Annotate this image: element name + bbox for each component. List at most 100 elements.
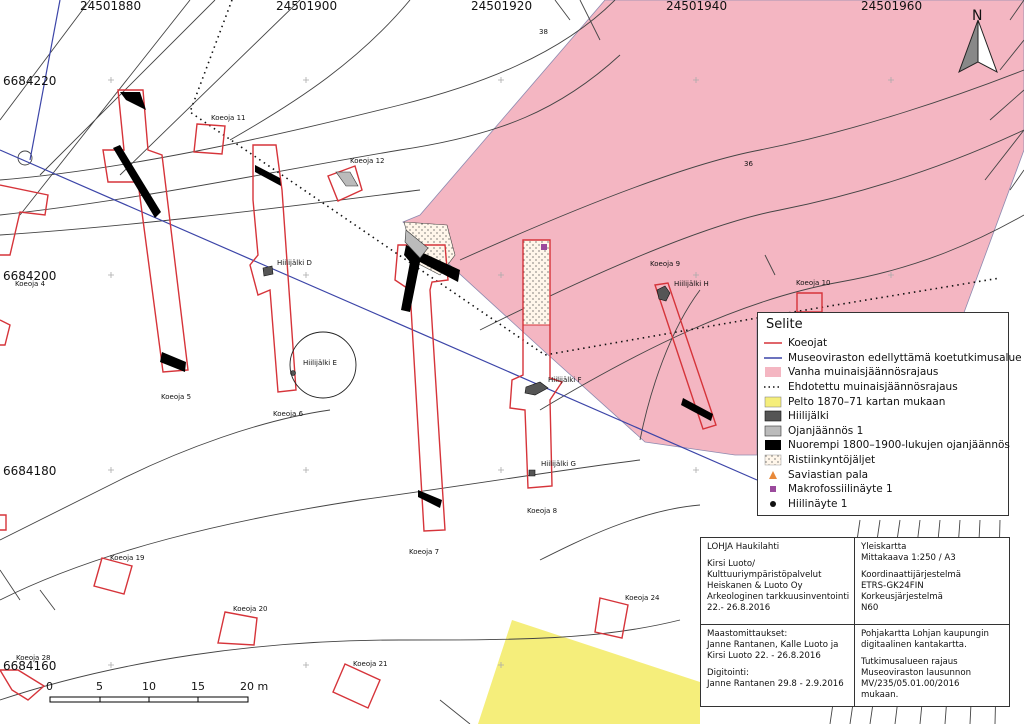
trench-21 bbox=[332, 663, 381, 709]
charcoal-labels: Hiilijälki D Hiilijälki E Hiilijälki F H… bbox=[277, 259, 709, 468]
macrofossil-sample bbox=[541, 244, 547, 250]
survey-info: Maastomittaukset: Janne Rantanen, Kalle … bbox=[707, 629, 844, 689]
svg-text:Koeoja 28: Koeoja 28 bbox=[16, 654, 50, 662]
grey-fill-icon bbox=[764, 425, 782, 437]
dotted-fill-icon bbox=[764, 454, 782, 466]
scale-bar: 0 5 10 15 20 m bbox=[46, 680, 268, 703]
svg-text:6684180: 6684180 bbox=[3, 464, 56, 478]
basemap-info: Pohjakartta Lohjan kaupungin digitaaline… bbox=[861, 629, 989, 700]
legend-item-study-area: Museoviraston edellyttämä koetutkimusalu… bbox=[764, 351, 1022, 366]
trench-6 bbox=[249, 144, 297, 393]
svg-text:24501920: 24501920 bbox=[471, 0, 532, 13]
proposed-boundary bbox=[189, 0, 1001, 356]
grid-x-labels: 24501880 24501900 24501920 24501940 2450… bbox=[80, 0, 922, 13]
info-box: LOHJA Haukilahti Kirsi Luoto/ Kulttuuriy… bbox=[700, 537, 1010, 707]
svg-text:15: 15 bbox=[191, 680, 205, 693]
legend-item-macrofossil: Makrofossiilinäyte 1 bbox=[764, 482, 1002, 497]
legend-item-field: Pelto 1870–71 kartan mukaan bbox=[764, 394, 1002, 409]
svg-text:20 m: 20 m bbox=[240, 680, 268, 693]
svg-text:6684200: 6684200 bbox=[3, 269, 56, 283]
trench-5 bbox=[102, 89, 189, 373]
svg-text:Hiilijälki D: Hiilijälki D bbox=[277, 259, 312, 267]
trench-7 bbox=[394, 244, 449, 532]
trench-20 bbox=[217, 611, 258, 646]
legend-item-pottery: Saviastian pala bbox=[764, 467, 1002, 482]
trench-28 bbox=[0, 669, 46, 701]
svg-text:Koeoja 21: Koeoja 21 bbox=[353, 660, 387, 668]
svg-text:Koeoja 9: Koeoja 9 bbox=[650, 260, 680, 268]
svg-text:0: 0 bbox=[46, 680, 53, 693]
ditch-remain-2 bbox=[335, 171, 359, 187]
svg-text:Koeoja 12: Koeoja 12 bbox=[350, 157, 384, 165]
svg-text:5: 5 bbox=[96, 680, 103, 693]
svg-text:24501900: 24501900 bbox=[276, 0, 337, 13]
legend-item-ploughing: Ristiinkyntöjäljet bbox=[764, 453, 1002, 468]
svg-text:38: 38 bbox=[539, 28, 548, 36]
orange-triangle-icon bbox=[764, 469, 782, 481]
trench-left bbox=[0, 514, 7, 531]
map-info: Yleiskartta Mittakaava 1:250 / A3 Koordi… bbox=[861, 542, 962, 613]
contour-labels: 38 36 bbox=[539, 28, 753, 168]
grid-y-labels: 6684220 6684200 6684180 6684160 bbox=[3, 74, 56, 673]
legend-item-charcoal: Hiilijälki bbox=[764, 409, 1002, 424]
trench-19 bbox=[93, 557, 133, 595]
legend-item-ditch: Ojanjäännös 1 bbox=[764, 424, 1002, 439]
black-dot-icon bbox=[764, 498, 782, 510]
svg-text:Koeoja 7: Koeoja 7 bbox=[409, 548, 439, 556]
svg-text:Hiilijälki F: Hiilijälki F bbox=[548, 376, 581, 384]
svg-text:36: 36 bbox=[744, 160, 753, 168]
young-ditches bbox=[113, 92, 713, 508]
ploughing-trace-1 bbox=[522, 239, 551, 326]
trench-24 bbox=[594, 597, 629, 639]
project-info: LOHJA Haukilahti Kirsi Luoto/ Kulttuuriy… bbox=[707, 542, 850, 613]
red-line-icon bbox=[764, 337, 782, 349]
blue-line-icon bbox=[764, 352, 782, 364]
field-1870 bbox=[478, 620, 700, 724]
legend-item-old-boundary: Vanha muinaisjäännösrajaus bbox=[764, 365, 1002, 380]
charcoal-traces bbox=[262, 265, 671, 477]
legend: Selite Koeojat Museoviraston edellyttämä… bbox=[757, 312, 1022, 516]
svg-text:Koeoja 19: Koeoja 19 bbox=[110, 554, 144, 562]
dark-fill-icon bbox=[764, 410, 782, 422]
svg-text:Koeoja 10: Koeoja 10 bbox=[796, 279, 830, 287]
svg-text:Koeoja 5: Koeoja 5 bbox=[161, 393, 191, 401]
svg-text:Koeoja 20: Koeoja 20 bbox=[233, 605, 267, 613]
legend-item-trenches: Koeojat bbox=[764, 336, 1002, 351]
trench-12 bbox=[327, 165, 363, 202]
study-area-line bbox=[0, 0, 758, 481]
svg-text:Koeoja 4: Koeoja 4 bbox=[15, 280, 46, 288]
dotted-line-icon bbox=[764, 381, 782, 393]
old-heritage-boundary bbox=[402, 0, 1024, 456]
ditch-remain-1 bbox=[404, 229, 429, 259]
svg-text:Hiilijälki E: Hiilijälki E bbox=[303, 359, 337, 367]
svg-text:Hiilijälki H: Hiilijälki H bbox=[674, 280, 709, 288]
trench-9 bbox=[654, 282, 717, 430]
grid-crosses bbox=[108, 77, 894, 668]
legend-item-proposed-boundary: Ehdotettu muinaisjäännösrajaus bbox=[764, 380, 1002, 395]
svg-text:N: N bbox=[972, 8, 982, 24]
svg-text:24501940: 24501940 bbox=[666, 0, 727, 13]
trench-labels: Koeoja 4 Koeoja 5 Koeoja 6 Koeoja 7 Koeo… bbox=[15, 114, 830, 668]
svg-text:10: 10 bbox=[142, 680, 156, 693]
black-fill-icon bbox=[764, 439, 782, 451]
svg-text:6684160: 6684160 bbox=[3, 659, 56, 673]
legend-title: Selite bbox=[766, 317, 803, 332]
legend-item-young-ditch: Nuorempi 1800–1900-lukujen ojanjäännös bbox=[764, 438, 1010, 453]
svg-text:6684220: 6684220 bbox=[3, 74, 56, 88]
trench-4 bbox=[0, 184, 49, 346]
svg-text:Koeoja 8: Koeoja 8 bbox=[527, 507, 557, 515]
trenches bbox=[0, 89, 823, 709]
pink-fill-icon bbox=[764, 366, 782, 378]
svg-text:Hiilijälki G: Hiilijälki G bbox=[541, 460, 576, 468]
svg-text:24501880: 24501880 bbox=[80, 0, 141, 13]
purple-square-icon bbox=[764, 483, 782, 495]
charcoal-e-circle bbox=[289, 331, 357, 399]
svg-text:Koeoja 24: Koeoja 24 bbox=[625, 594, 660, 602]
trench-11 bbox=[193, 123, 226, 155]
svg-text:Koeoja 11: Koeoja 11 bbox=[211, 114, 245, 122]
trench-8 bbox=[509, 239, 564, 489]
yellow-fill-icon bbox=[764, 396, 782, 408]
svg-text:24501960: 24501960 bbox=[861, 0, 922, 13]
legend-item-charcoal-sample: Hiilinäyte 1 bbox=[764, 497, 1002, 512]
north-arrow-icon: N bbox=[958, 8, 998, 74]
